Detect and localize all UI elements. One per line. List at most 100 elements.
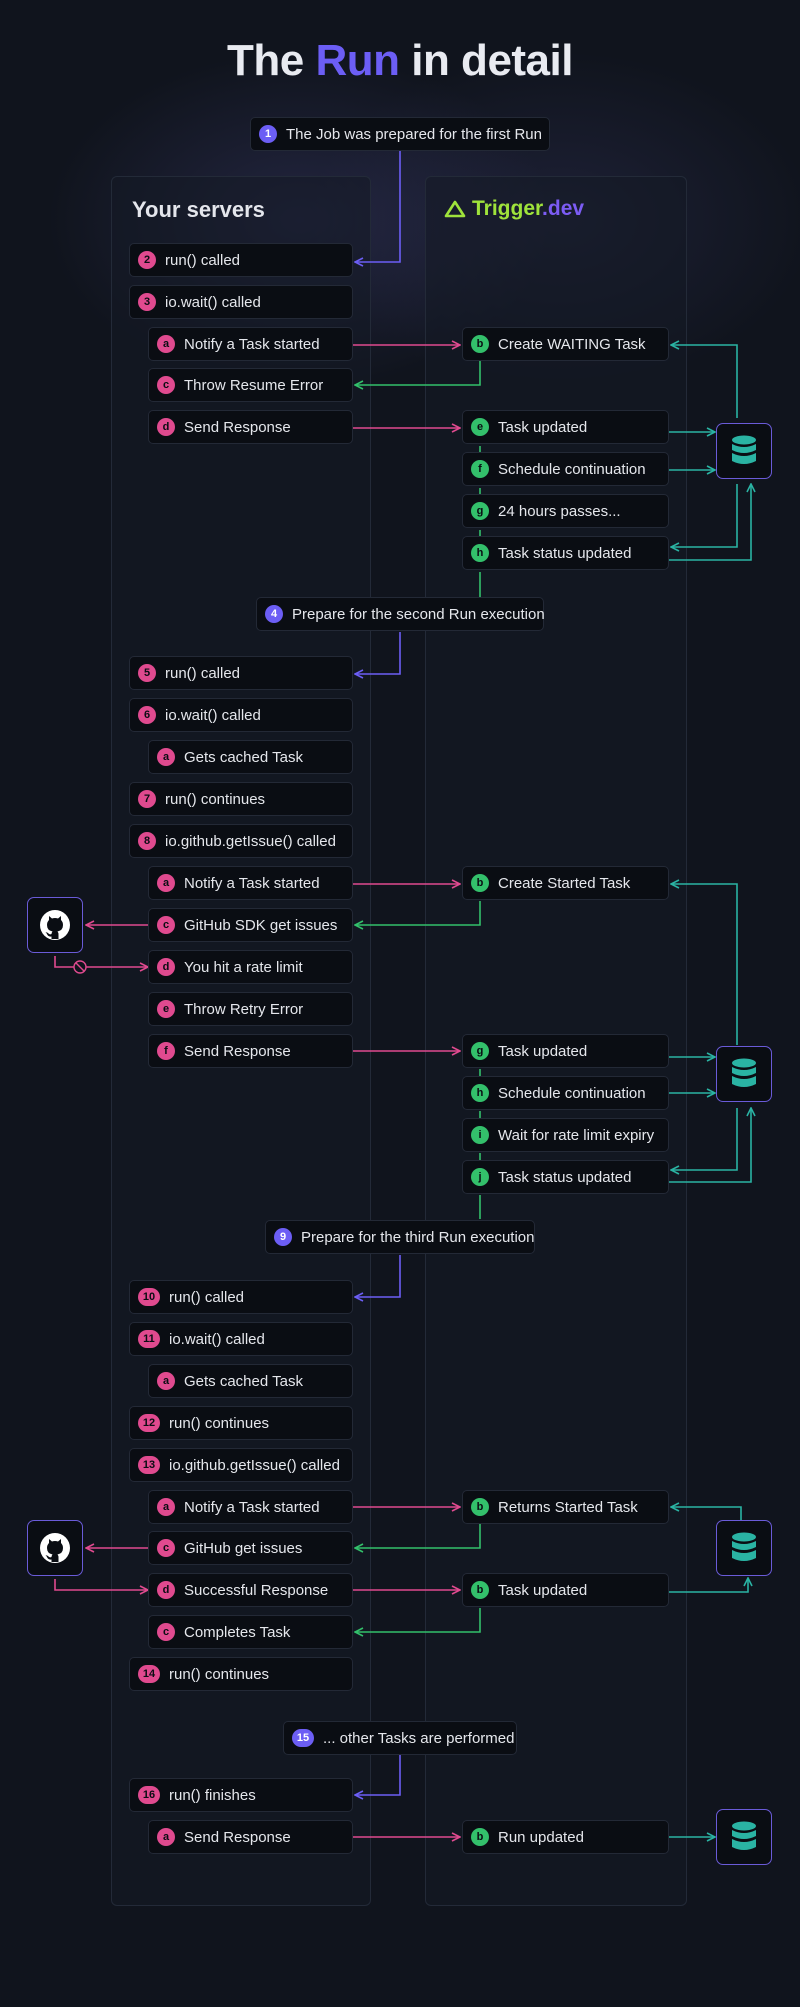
arrow-github-to-ratelimit [54,956,148,967]
arrow-started-to-sdk [355,901,481,925]
server-substep: d Send Response [148,410,353,444]
step-label: Gets cached Task [184,1372,303,1390]
trigger-step: h Task status updated [462,536,669,570]
step-label: Successful Response [184,1581,329,1599]
database-icon [732,1058,756,1087]
step-label: Task status updated [498,544,632,562]
step-badge: b [471,1498,489,1516]
your-servers-title: Your servers [132,197,265,222]
blocked-icon [73,960,87,974]
step-label: Gets cached Task [184,748,303,766]
teal-db-to-started [671,884,738,1045]
server-step: 7 run() continues [129,782,353,816]
step-badge: g [471,1042,489,1060]
title-highlight: Run [315,36,400,85]
step-label: Notify a Task started [184,874,320,892]
step-badge: g [471,502,489,520]
step-badge: b [471,874,489,892]
step-badge: 16 [138,1786,160,1804]
step-badge: c [157,1623,175,1641]
step-badge: a [157,1828,175,1846]
step-badge: 5 [138,664,156,682]
step-badge: a [157,335,175,353]
step-label: 24 hours passes... [498,502,621,520]
teal-db-to-create [671,345,738,418]
step-badge: a [157,874,175,892]
step-badge: h [471,544,489,562]
step-badge: 7 [138,790,156,808]
arrow-github-to-success [54,1579,148,1590]
arrow-returns-to-getissues [355,1524,481,1548]
github-icon [40,1533,70,1563]
step-label: io.github.getIssue() called [165,832,336,850]
teal-status-to-db-2 [668,1108,751,1183]
step-badge: 13 [138,1456,160,1474]
github-node [27,1520,83,1576]
step-label: Returns Started Task [498,1498,638,1516]
step-label: Send Response [184,418,291,436]
database-icon [732,1532,756,1561]
step-label: Throw Resume Error [184,376,324,394]
step-badge: 3 [138,293,156,311]
server-substep: e Throw Retry Error [148,992,353,1026]
step-badge: b [471,1828,489,1846]
server-substep: a Notify a Task started [148,327,353,361]
step-label: io.wait() called [165,293,261,311]
step-badge: a [157,1498,175,1516]
teal-status-to-db-1 [668,484,751,561]
step-badge: h [471,1084,489,1102]
step-label: Notify a Task started [184,335,320,353]
step-label: Task status updated [498,1168,632,1186]
step-badge: e [471,418,489,436]
step-label: run() continues [169,1665,270,1683]
phase-15-connector [355,1753,401,1795]
step-badge: d [157,958,175,976]
arrow-updated-to-completes [355,1608,481,1632]
phase-badge: 15 [292,1729,314,1747]
step-badge: d [157,1581,175,1599]
step-label: run() continues [165,790,266,808]
step-badge: e [157,1000,175,1018]
phase-1-connector [355,146,401,262]
step-badge: 6 [138,706,156,724]
teal-db-to-status-2 [671,1108,738,1170]
step-label: Send Response [184,1042,291,1060]
step-label: Throw Retry Error [184,1000,304,1018]
step-label: Create Started Task [498,874,631,892]
database-node [716,1809,772,1865]
step-label: io.github.getIssue() called [169,1456,340,1474]
step-label: run() called [165,251,241,269]
step-label: You hit a rate limit [184,958,303,976]
database-icon [732,435,756,464]
phase-badge: 9 [274,1228,292,1246]
phase-label: ... other Tasks are performed [323,1729,515,1747]
phase-badge: 4 [265,605,283,623]
step-badge: 12 [138,1414,160,1432]
step-badge: d [157,418,175,436]
step-label: Create WAITING Task [498,335,646,353]
step-label: GitHub get issues [184,1539,303,1557]
teal-updated-to-db-3 [668,1578,748,1593]
step-badge: i [471,1126,489,1144]
